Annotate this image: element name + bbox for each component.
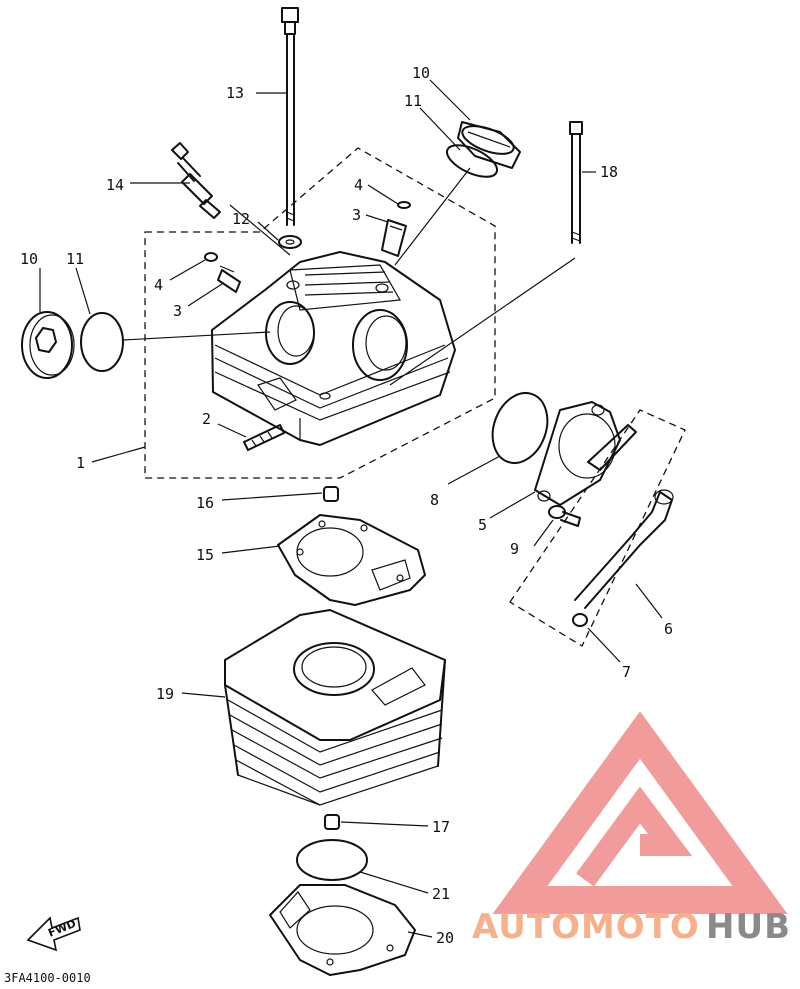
- callout-14: 14: [106, 176, 124, 194]
- callout-21: 21: [432, 885, 450, 903]
- base-gasket-20: [269, 884, 416, 976]
- breather-hose-6: [574, 489, 674, 609]
- cylinder-head-1: [211, 251, 456, 446]
- callout-20: 20: [436, 929, 454, 947]
- callout-18: 18: [600, 163, 618, 181]
- watermark-text-hub: HUB: [706, 907, 791, 947]
- callout-6: 6: [664, 620, 673, 638]
- tappet-cap-10-left: [21, 311, 75, 379]
- watermark-text-automoto: AUTOMOTO: [472, 907, 700, 947]
- diagram-code: 3FA4100-0010: [4, 971, 91, 985]
- callout-3-left: 3: [173, 302, 182, 320]
- callout-4-upper: 4: [354, 176, 363, 194]
- stud-bolt-13: [281, 7, 299, 226]
- callout-17: 17: [432, 818, 450, 836]
- callout-15: 15: [196, 546, 214, 564]
- o-ring-21: [296, 839, 368, 881]
- callout-10-upper: 10: [412, 64, 430, 82]
- callout-13: 13: [226, 84, 244, 102]
- callout-2: 2: [202, 410, 211, 428]
- callout-4-left: 4: [154, 276, 163, 294]
- dowel-16: [323, 486, 339, 502]
- callout-1: 1: [76, 454, 85, 472]
- breather-cover-5: [534, 401, 637, 506]
- head-gasket-15: [277, 514, 426, 606]
- fwd-arrow-icon: [26, 916, 81, 952]
- spark-plug-14: [171, 142, 221, 219]
- callout-10-left: 10: [20, 250, 38, 268]
- gasket-8: [491, 392, 549, 464]
- dowel-4-upper: [397, 201, 411, 209]
- dowel-17: [324, 814, 340, 830]
- callout-7: 7: [622, 663, 631, 681]
- leader-lines: [39, 79, 663, 938]
- callout-12: 12: [232, 210, 250, 228]
- stud-bolt-18: [569, 121, 583, 244]
- o-ring-11-left: [80, 312, 124, 372]
- washer-12: [278, 235, 302, 249]
- stud-2: [243, 424, 285, 451]
- callout-16: 16: [196, 494, 214, 512]
- tappet-cap-10-upper: [457, 121, 521, 169]
- cylinder-19: [224, 609, 446, 806]
- dowel-4-left: [204, 252, 218, 262]
- callout-labels: 1 2 3 3 4 4 5 6 7 8 9 10 10 11 11 12 13 …: [20, 64, 673, 947]
- watermark-logo: [492, 711, 788, 914]
- valve-guide-3-left: [217, 265, 241, 293]
- clamp-7: [572, 613, 588, 627]
- cylinder-head-group-box: [144, 147, 496, 479]
- bolt-9: [548, 505, 581, 527]
- callout-5: 5: [478, 516, 487, 534]
- breather-group-box: [509, 409, 686, 647]
- callout-8: 8: [430, 491, 439, 509]
- callout-9: 9: [510, 540, 519, 558]
- callout-11-left: 11: [66, 250, 84, 268]
- callout-3-upper: 3: [352, 206, 361, 224]
- valve-guide-3-upper: [381, 219, 407, 257]
- callout-11-upper: 11: [404, 92, 422, 110]
- callout-19: 19: [156, 685, 174, 703]
